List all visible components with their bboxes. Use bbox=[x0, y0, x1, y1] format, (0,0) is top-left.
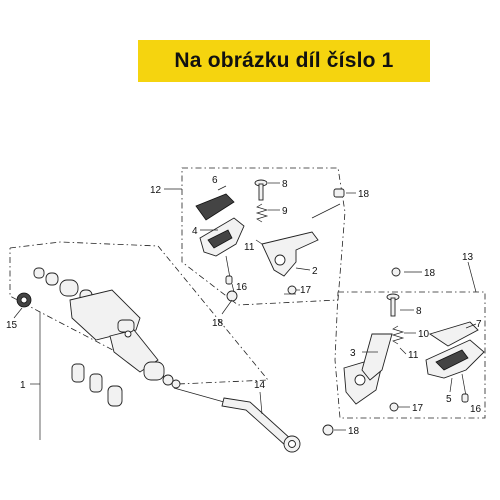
callout-15: 15 bbox=[6, 320, 18, 331]
group-frame-13 bbox=[334, 291, 486, 419]
callout-8-lower: 8 bbox=[416, 306, 422, 317]
callout-13: 13 bbox=[462, 252, 474, 263]
callout-labels: 12 6 4 8 9 11 2 17 16 18 18 15 1 14 18 1… bbox=[6, 175, 482, 437]
callout-18-bottom: 18 bbox=[348, 426, 360, 437]
callout-6: 6 bbox=[212, 175, 218, 186]
footrest-bracket-assembly bbox=[16, 267, 181, 407]
callout-9: 9 bbox=[282, 206, 288, 217]
left-footpeg-group bbox=[195, 179, 345, 302]
part-number-banner: Na obrázku díl číslo 1 bbox=[138, 40, 430, 82]
callout-11-upper: 11 bbox=[244, 242, 255, 253]
callout-17-lower: 17 bbox=[412, 403, 424, 414]
callout-18-right: 18 bbox=[424, 268, 436, 279]
leader-lines bbox=[13, 182, 477, 440]
callout-7: 7 bbox=[476, 319, 482, 330]
callout-3: 3 bbox=[350, 348, 356, 359]
callout-11-lower: 11 bbox=[408, 350, 419, 361]
callout-2: 2 bbox=[312, 266, 318, 277]
callout-10: 10 bbox=[418, 329, 430, 340]
callout-16-upper: 16 bbox=[236, 282, 248, 293]
right-footpeg-group bbox=[322, 267, 485, 436]
callout-4: 4 bbox=[192, 226, 198, 237]
callout-14: 14 bbox=[254, 380, 266, 391]
callout-8-upper: 8 bbox=[282, 179, 288, 190]
callout-16-lower: 16 bbox=[470, 404, 482, 415]
banner-text: Na obrázku díl číslo 1 bbox=[174, 49, 394, 72]
callout-12: 12 bbox=[150, 185, 162, 196]
group-frame-1 bbox=[9, 241, 269, 385]
callout-1: 1 bbox=[20, 380, 26, 391]
main-shaft bbox=[173, 387, 301, 453]
callout-5: 5 bbox=[446, 394, 452, 405]
callout-18-upper-left: 18 bbox=[212, 318, 224, 329]
callout-17-upper: 17 bbox=[300, 285, 312, 296]
callout-18-top: 18 bbox=[358, 189, 370, 200]
